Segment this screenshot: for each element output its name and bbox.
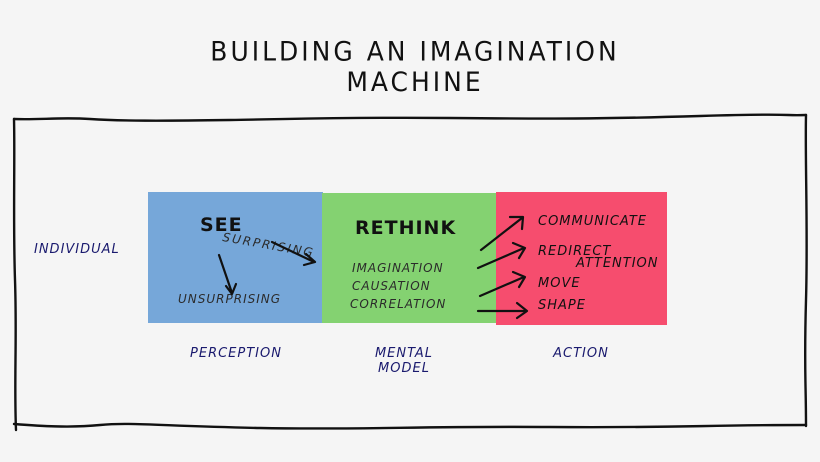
column-label-perception: Perception [190,346,282,361]
shape-label: Shape [538,298,586,313]
mental-model-line-1: Mental [374,346,434,361]
mental-model-box: Rethink Imagination Causation Correlatio… [322,193,497,323]
perception-box: See Surprising Unsurprising [148,192,323,323]
redirect-label: Redirect [538,244,612,259]
move-label: Move [538,276,581,291]
action-box: Communicate Redirect Attention Move Shap… [496,192,667,325]
correlation-label: Correlation [350,297,447,311]
surprising-label: Surprising [221,230,316,260]
mental-model-line-2: Model [378,361,430,376]
column-label-mental-model: Mental Model [364,346,444,376]
see-heading: See [200,214,243,236]
row-label-individual: Individual [34,242,120,257]
rethink-heading: Rethink [355,217,457,239]
causation-label: Causation [352,279,431,293]
attention-label: Attention [576,256,659,271]
unsurprising-label: Unsurprising [178,292,282,306]
imagination-label: Imagination [352,261,444,275]
communicate-label: Communicate [538,214,647,229]
column-label-action: Action [553,346,609,361]
diagram-title: Building an Imagination Machine [210,36,620,98]
